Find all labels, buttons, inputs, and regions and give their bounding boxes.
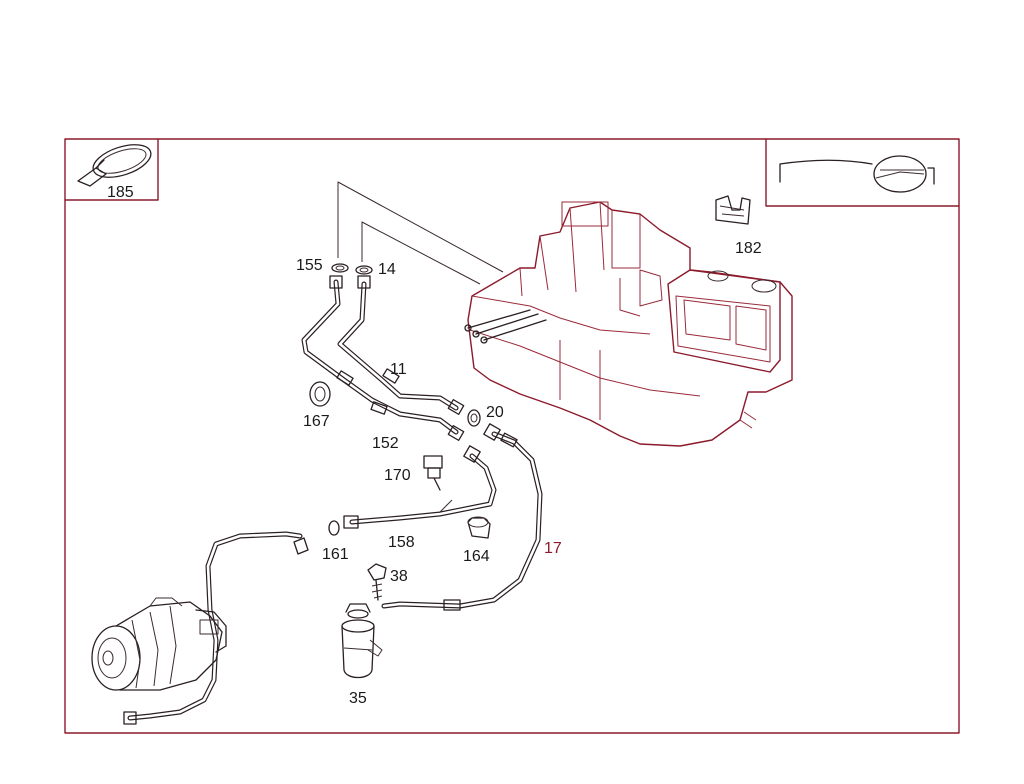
cable-tie-icon — [77, 144, 152, 187]
bolt-38-icon — [367, 563, 387, 601]
leader-lines — [337, 181, 504, 285]
label-182: 182 — [735, 240, 762, 257]
diagram-frame — [64, 138, 960, 734]
seal-ring-20-icon — [467, 409, 481, 427]
label-35: 35 — [349, 690, 367, 707]
part-labels: 185 182 155 14 11 167 152 20 170 158 161… — [107, 184, 762, 707]
label-155: 155 — [296, 257, 323, 274]
label-185: 185 — [107, 184, 134, 201]
refrigerant-line-17 — [381, 423, 543, 611]
seal-ring-161-icon — [328, 520, 340, 536]
seal-ring-14-icon — [355, 265, 373, 275]
seal-ring-155-icon — [331, 263, 349, 273]
valve-170-icon — [423, 455, 443, 491]
compressor-icon — [91, 597, 227, 691]
receiver-drier-35-icon — [341, 603, 383, 679]
label-164: 164 — [463, 548, 490, 565]
bracket-182-icon — [715, 195, 751, 225]
label-158: 158 — [388, 534, 415, 551]
label-20: 20 — [486, 404, 504, 421]
label-17: 17 — [544, 540, 562, 557]
suction-line — [123, 531, 309, 725]
refrigerant-line-158 — [343, 445, 497, 529]
inset-cable-tie — [64, 138, 159, 201]
refrigerant-line-11 — [337, 275, 465, 415]
label-14: 14 — [378, 261, 396, 278]
label-11: 11 — [390, 361, 407, 378]
inset-model-symbol — [765, 138, 960, 207]
evaporator-housing — [464, 201, 793, 447]
model-silhouette-icon — [779, 155, 935, 193]
grommet-167-icon — [309, 381, 331, 407]
label-161: 161 — [322, 546, 349, 563]
grommet-164-icon — [467, 516, 491, 539]
label-152: 152 — [372, 435, 399, 452]
label-167: 167 — [303, 413, 330, 430]
label-38: 38 — [390, 568, 408, 585]
label-170: 170 — [384, 467, 411, 484]
refrigerant-line-152 — [301, 275, 465, 441]
